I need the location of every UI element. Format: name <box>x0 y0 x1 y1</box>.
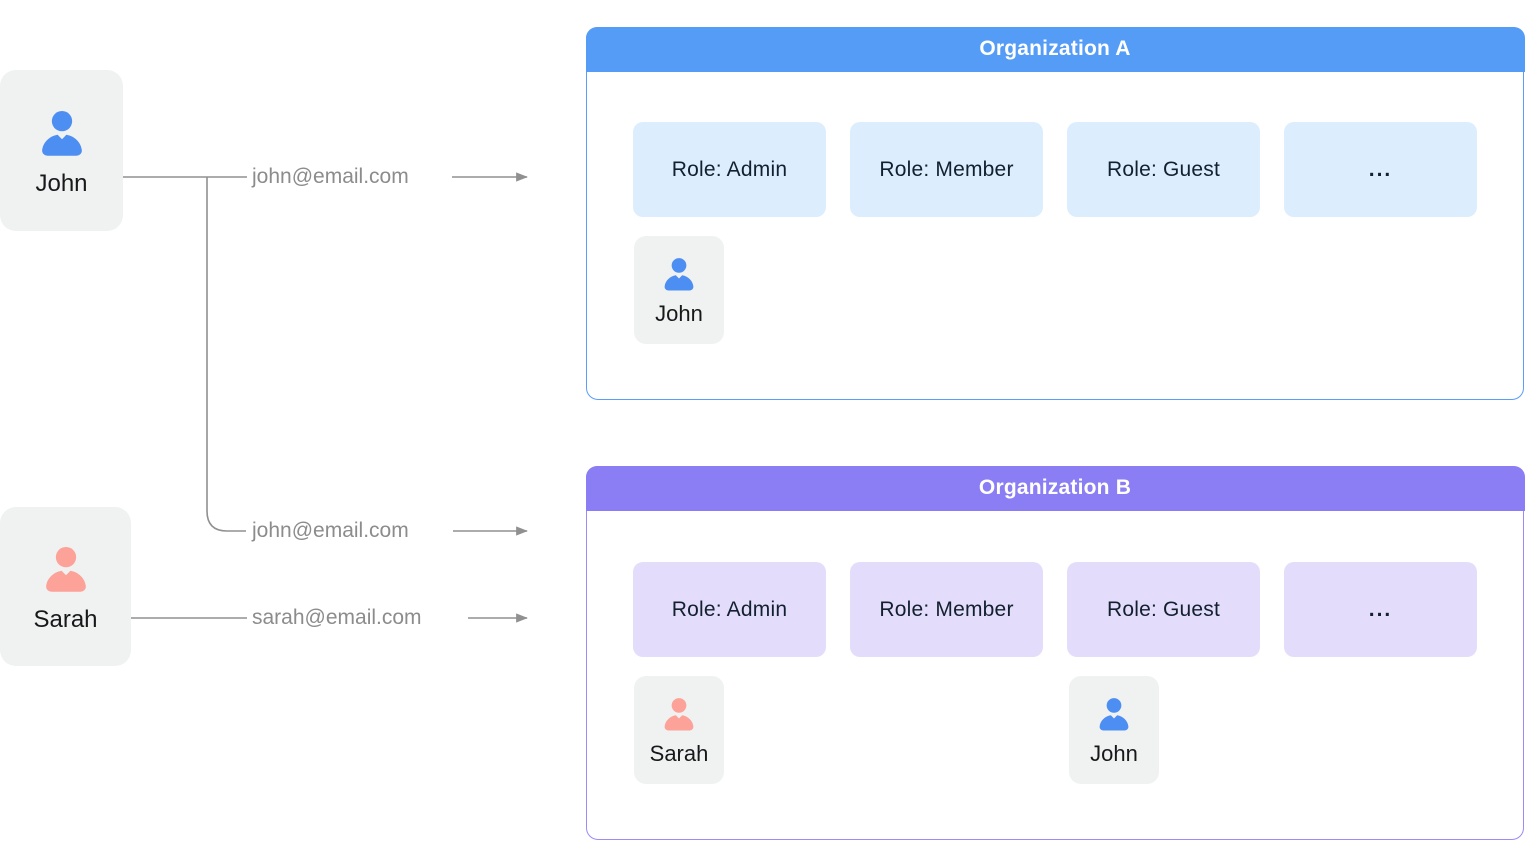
organization-b-role-row: Role: Admin Role: Member Role: Guest ... <box>633 562 1477 657</box>
email-label-john-top: john@email.com <box>252 165 409 188</box>
organization-b-header: Organization B <box>585 465 1525 511</box>
organization-b-box: Organization B Role: Admin Role: Member … <box>585 465 1525 840</box>
pink-person-icon <box>37 540 95 598</box>
user-name: Sarah <box>33 605 98 633</box>
role-chip-guest: Role: Guest <box>1067 562 1260 657</box>
email-label-sarah: sarah@email.com <box>252 606 422 629</box>
member-name: John <box>655 301 703 326</box>
role-chip-more: ... <box>1284 562 1477 657</box>
blue-person-icon <box>33 104 91 162</box>
organization-a-box: Organization A Role: Admin Role: Member … <box>585 26 1525 400</box>
user-card-john: John <box>0 70 123 231</box>
member-name: Sarah <box>649 741 709 766</box>
blue-person-icon <box>658 253 700 295</box>
john-branch-down-line <box>206 177 246 532</box>
role-chip-guest: Role: Guest <box>1067 122 1260 217</box>
user-card-sarah: Sarah <box>0 507 131 666</box>
user-name: John <box>35 169 88 197</box>
member-card-sarah: Sarah <box>634 676 724 784</box>
role-chip-admin: Role: Admin <box>633 122 826 217</box>
pink-person-icon <box>658 693 700 735</box>
role-chip-member: Role: Member <box>850 562 1043 657</box>
organization-a-header: Organization A <box>585 26 1525 72</box>
email-label-john-bottom: john@email.com <box>252 519 409 542</box>
organization-a-role-row: Role: Admin Role: Member Role: Guest ... <box>633 122 1477 217</box>
member-card-john: John <box>634 236 724 344</box>
member-card-john: John <box>1069 676 1159 784</box>
role-chip-member: Role: Member <box>850 122 1043 217</box>
role-chip-admin: Role: Admin <box>633 562 826 657</box>
member-name: John <box>1090 741 1138 766</box>
role-chip-more: ... <box>1284 122 1477 217</box>
blue-person-icon <box>1093 693 1135 735</box>
